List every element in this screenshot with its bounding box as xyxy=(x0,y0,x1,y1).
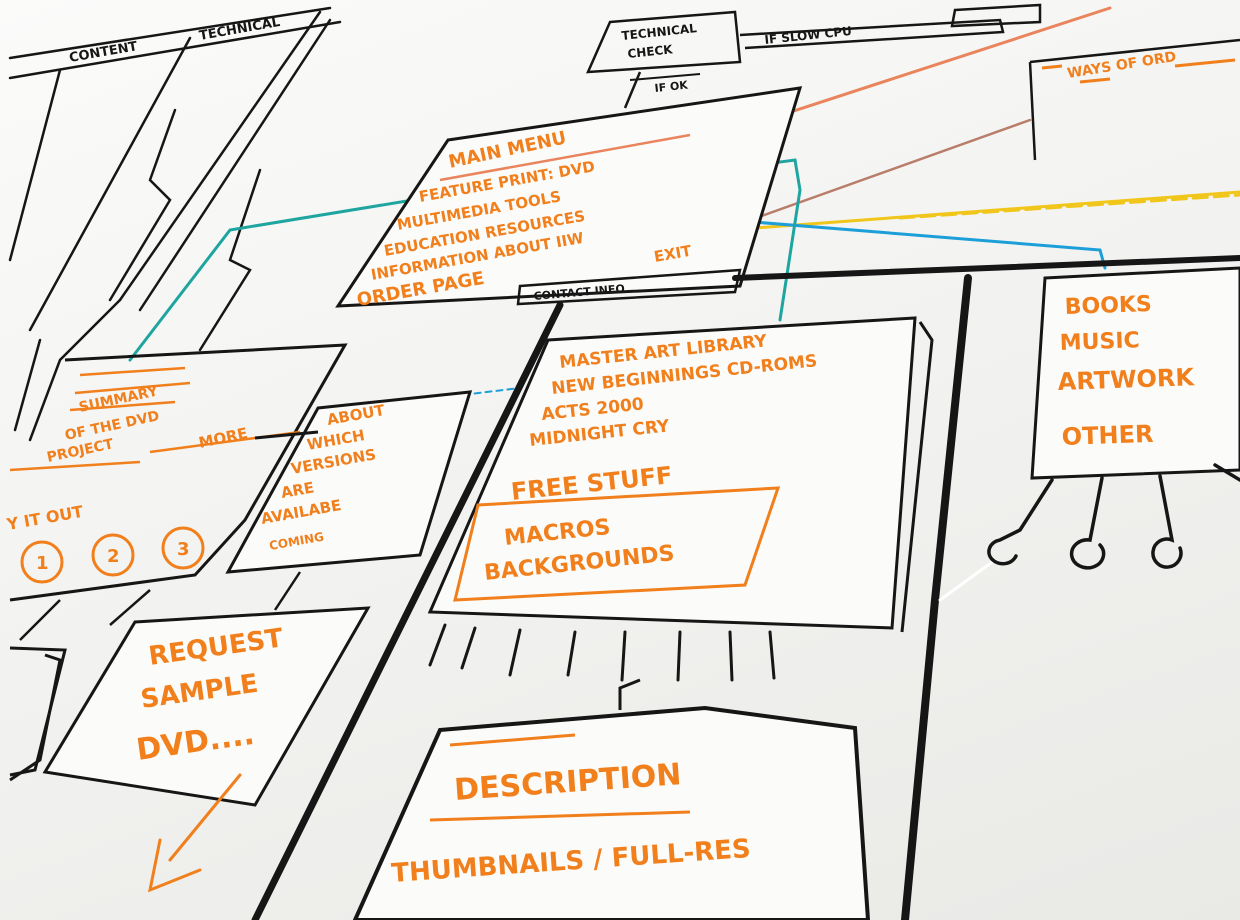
main-menu-box: MAIN MENU FEATURE PRINT: DVD MULTIMEDIA … xyxy=(335,86,803,311)
media-item-music: MUSIC xyxy=(1059,328,1140,356)
request-arrow-icon xyxy=(147,773,242,893)
yellow-connector-dashed xyxy=(898,193,1240,220)
summary-line-2: OF THE DVD xyxy=(64,408,161,444)
left-fragment-box xyxy=(9,646,67,777)
description-box: DESCRIPTION THUMBNAILS / FULL-RES xyxy=(352,705,871,920)
about-line-4: ARE xyxy=(280,478,316,502)
technical-check-line2: CHECK xyxy=(627,42,674,61)
option-circle-3 xyxy=(161,526,205,570)
technical-check-line1: TECHNICAL xyxy=(621,21,698,43)
option-circle-1 xyxy=(20,540,64,584)
about-versions-box: ABOUT WHICH VERSIONS ARE AVAILABE COMING xyxy=(225,390,473,611)
ways-of-ordering-box: WAYS OF ORD xyxy=(1028,38,1240,161)
media-item-other: OTHER xyxy=(1061,420,1154,451)
technical-check-box: TECHNICAL CHECK IF SLOW CPU IF OK xyxy=(586,3,1042,109)
try-it-out-label: Y IT OUT xyxy=(4,502,84,534)
media-item-artwork: ARTWORK xyxy=(1057,363,1196,396)
if-ok-label: IF OK xyxy=(654,79,689,95)
media-box: BOOKS MUSIC ARTWORK OTHER xyxy=(987,266,1240,570)
media-item-books: BOOKS xyxy=(1064,292,1152,320)
option-circle-2 xyxy=(91,533,135,577)
teal-connector-left xyxy=(128,196,427,362)
option-2-label: 2 xyxy=(107,546,120,567)
option-3-label: 3 xyxy=(177,539,190,560)
media-hooks xyxy=(987,463,1240,570)
option-circles xyxy=(20,526,205,584)
library-box: MASTER ART LIBRARY NEW BEGINNINGS CD-ROM… xyxy=(427,316,934,710)
request-sample-box: REQUEST SAMPLE DVD.... xyxy=(9,606,371,893)
option-1-label: 1 xyxy=(36,553,49,574)
ways-of-ordering-label: WAYS OF ORD xyxy=(1066,49,1177,82)
library-fringe xyxy=(428,623,776,682)
structure-lines xyxy=(251,255,1240,920)
summary-more-link: MORE xyxy=(197,424,249,452)
column-grid xyxy=(8,6,342,442)
